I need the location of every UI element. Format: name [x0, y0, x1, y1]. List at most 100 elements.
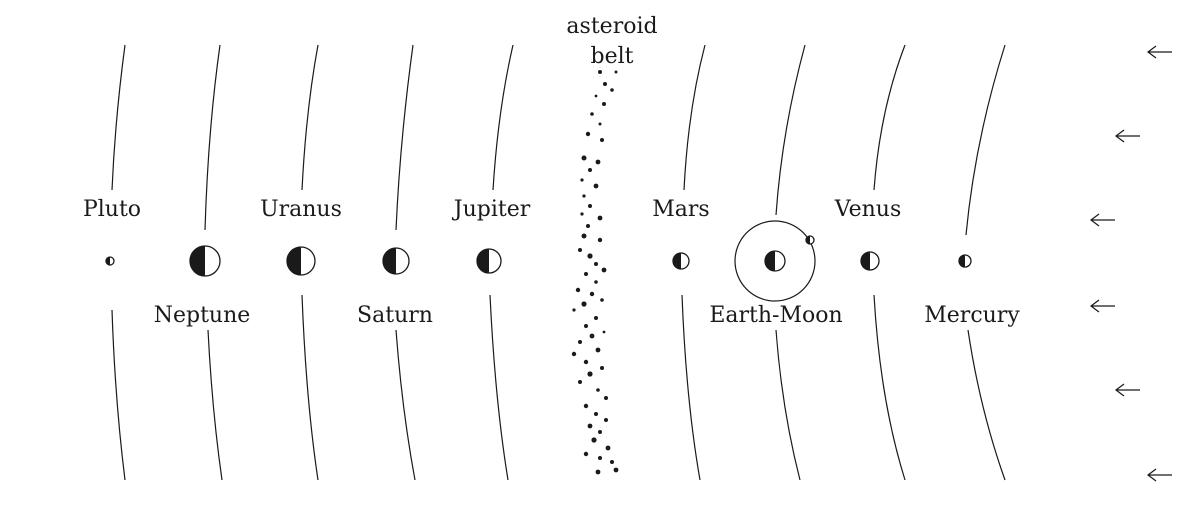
asteroid-dot	[598, 456, 602, 460]
asteroid-dot	[595, 159, 601, 165]
asteroid-dot	[600, 138, 604, 142]
asteroid-dot	[602, 330, 606, 334]
orbit-jupiter-lower	[489, 294, 509, 481]
asteroid-dot	[604, 418, 608, 422]
asteroid-dot	[614, 70, 618, 74]
asteroid-dot	[584, 272, 588, 276]
orbit-pluto-upper	[111, 44, 126, 191]
orbit-saturn-upper	[395, 44, 414, 231]
asteroid-dot	[590, 112, 594, 116]
asteroid-dot	[610, 88, 614, 92]
asteroid-dot	[595, 347, 601, 353]
asteroid-dot	[594, 94, 598, 98]
asteroid-dot	[581, 155, 587, 161]
orbit-mercury-upper	[965, 44, 1006, 236]
planet-jupiter	[476, 248, 502, 274]
asteroid-dot	[598, 430, 602, 434]
orbit-mars-lower	[681, 294, 701, 481]
orbit-arcs	[111, 44, 1006, 481]
asteroid-dot	[601, 267, 607, 273]
asteroid-dot	[586, 224, 590, 228]
planet-neptune	[189, 245, 221, 277]
asteroid-dot	[598, 122, 602, 126]
asteroid-dot	[581, 301, 587, 307]
asteroid-dot	[575, 287, 581, 293]
orbit-saturn-lower	[395, 329, 416, 481]
asteroid-dot	[596, 388, 600, 392]
orbit-earth-lower	[775, 329, 801, 481]
sunlight-arrow-3	[1090, 213, 1115, 227]
asteroid-dot	[594, 316, 598, 320]
labels: asteroid belt Pluto Uranus Jupiter Mars …	[83, 14, 1020, 328]
asteroid-dot	[600, 366, 604, 370]
label-neptune: Neptune	[154, 303, 251, 328]
label-mercury: Mercury	[924, 303, 1020, 328]
label-saturn: Saturn	[357, 303, 433, 328]
label-asteroid: asteroid	[566, 14, 657, 39]
asteroid-dot	[603, 82, 607, 86]
asteroid-dot	[588, 204, 592, 208]
label-pluto: Pluto	[83, 197, 141, 222]
asteroid-dot	[600, 298, 604, 302]
label-uranus: Uranus	[260, 197, 342, 222]
asteroid-dot	[584, 324, 588, 328]
asteroid-dot	[604, 396, 608, 400]
asteroid-dot	[580, 212, 584, 216]
planet-pluto	[105, 256, 115, 266]
planet-earth	[734, 220, 816, 302]
asteroid-dot	[598, 70, 602, 74]
orbit-pluto-lower	[111, 309, 126, 481]
asteroid-dot	[587, 423, 593, 429]
asteroid-dot	[594, 262, 598, 266]
label-mars: Mars	[652, 197, 709, 222]
asteroid-dot	[589, 291, 595, 297]
asteroid-dot	[587, 253, 593, 259]
asteroid-dot	[582, 194, 586, 198]
orbit-uranus-lower	[301, 294, 319, 481]
asteroid-dot	[610, 460, 614, 464]
orbit-uranus-upper	[301, 44, 319, 191]
asteroid-dot	[594, 412, 598, 416]
orbit-neptune-lower	[207, 329, 223, 481]
sunlight-arrow-2	[1115, 129, 1140, 143]
planet-uranus	[286, 246, 316, 276]
orbit-venus-upper	[873, 44, 906, 191]
label-jupiter: Jupiter	[452, 197, 531, 222]
asteroid-dot	[578, 380, 582, 384]
asteroid-dot	[583, 403, 589, 409]
label-belt: belt	[591, 44, 634, 69]
orbit-neptune-upper	[204, 44, 221, 231]
label-venus: Venus	[834, 197, 902, 222]
asteroid-dot	[583, 359, 589, 365]
asteroid-dot	[587, 371, 593, 377]
orbit-mercury-lower	[967, 329, 1006, 481]
orbit-mars-upper	[683, 44, 706, 191]
asteroid-belt	[571, 70, 619, 475]
planet-venus	[860, 251, 880, 271]
asteroid-dot	[572, 308, 576, 312]
asteroid-dot	[589, 333, 595, 339]
asteroid-dot	[571, 351, 577, 357]
asteroid-dot	[583, 451, 589, 457]
moon	[805, 235, 815, 245]
asteroid-dot	[578, 248, 582, 252]
planet-mars	[672, 252, 690, 270]
sunlight-arrow-5	[1115, 383, 1140, 397]
sunlight-arrow-4	[1090, 299, 1115, 313]
asteroid-dot	[591, 437, 597, 443]
label-earth-moon: Earth-Moon	[709, 303, 842, 328]
asteroid-dot	[602, 102, 606, 106]
asteroid-dot	[594, 280, 598, 284]
asteroid-dot	[597, 215, 603, 221]
asteroid-dot	[593, 183, 599, 189]
asteroid-dot	[605, 445, 611, 451]
moon-orbit	[734, 220, 816, 302]
planet-saturn	[382, 247, 410, 275]
asteroid-dot	[595, 469, 601, 475]
asteroid-dot	[585, 131, 591, 137]
asteroid-dot	[597, 237, 603, 243]
sunlight-arrow-1	[1147, 45, 1172, 59]
planet-mercury	[958, 254, 972, 268]
orbit-earth-upper	[775, 44, 806, 216]
